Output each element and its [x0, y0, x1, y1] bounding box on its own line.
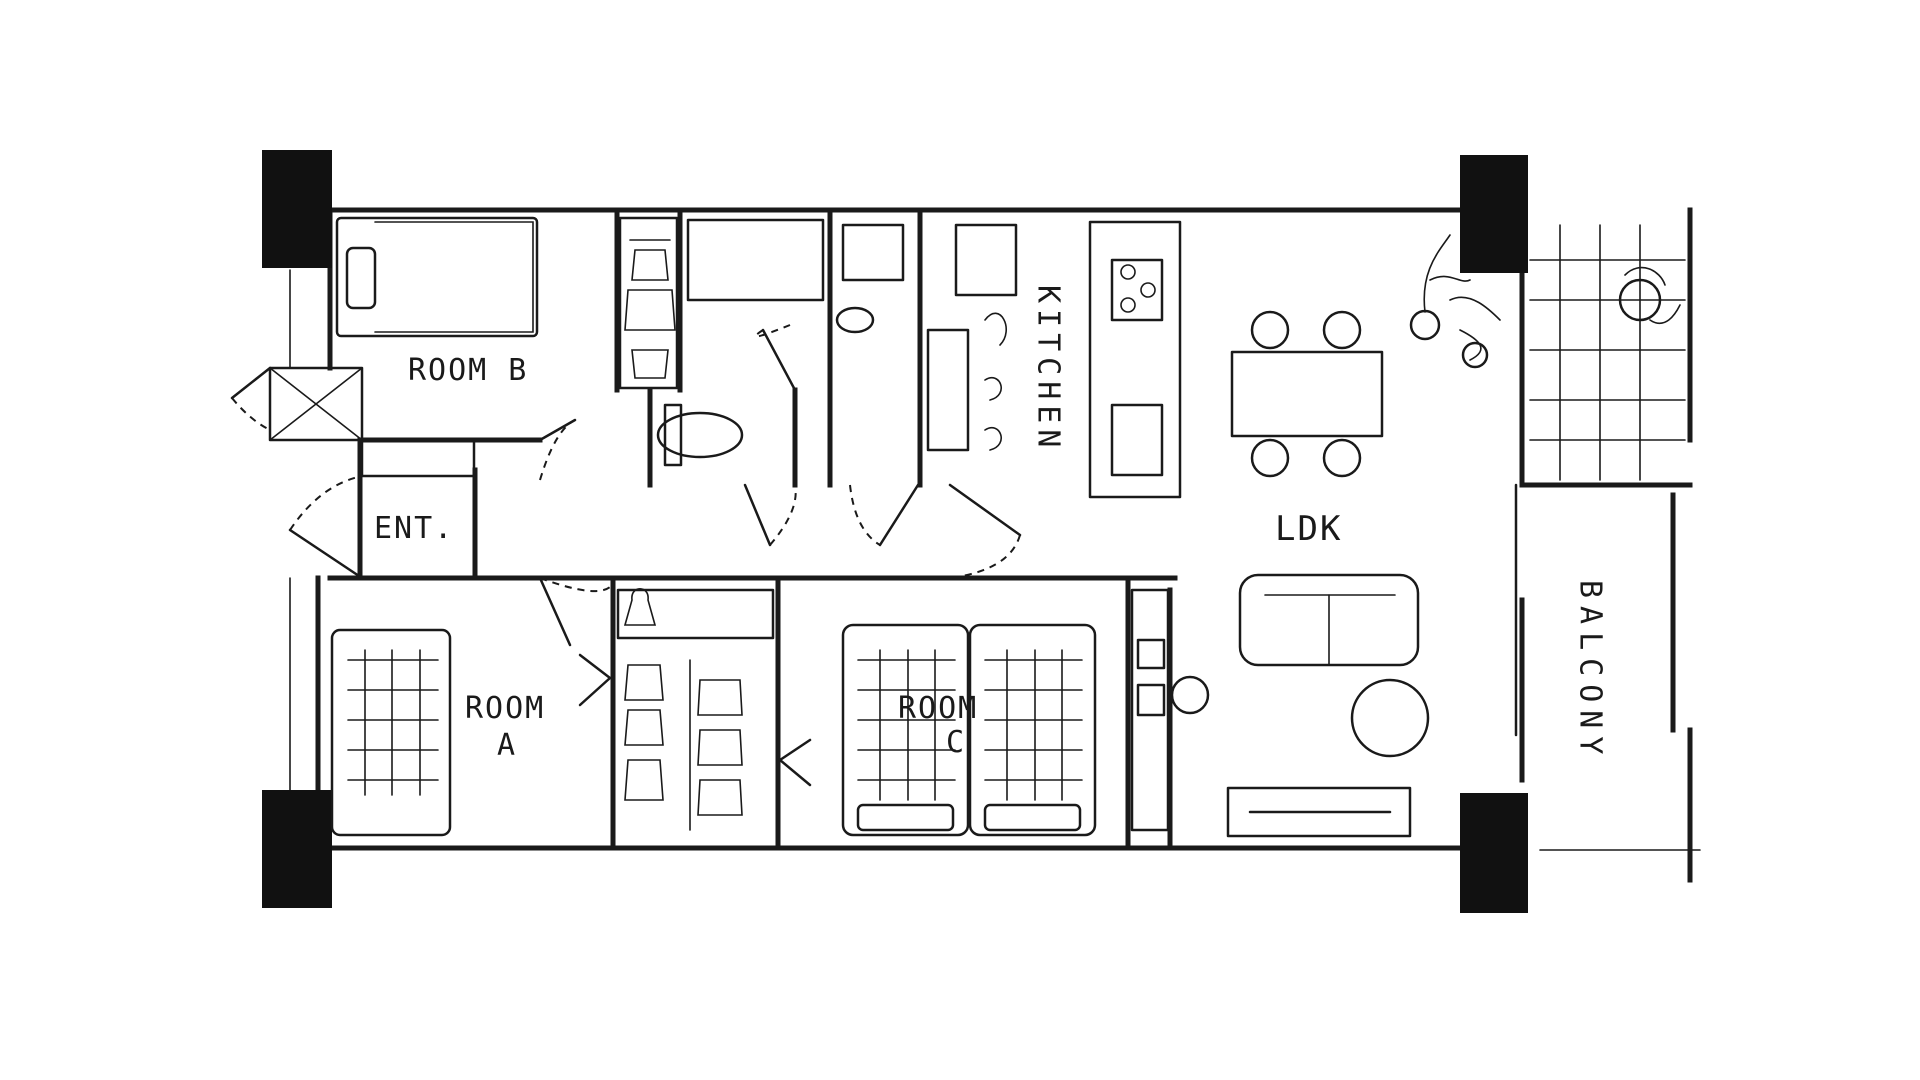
bed-room-b-blanket: [374, 221, 534, 333]
bed-room-c-left: [841, 623, 970, 837]
balcony-deck-grid: [1529, 224, 1686, 481]
bed-room-b: [335, 216, 539, 338]
shoe-cabinet-cross-2: [269, 367, 363, 441]
plant-pot: [1409, 309, 1441, 341]
label-ldk: LDK: [1275, 509, 1342, 549]
door-swing-closet-ent: [231, 367, 271, 431]
door-swing-room-b: [539, 419, 576, 481]
bed-room-a-grid: [347, 649, 439, 796]
door-leaf-entrance: [288, 528, 364, 580]
door-swing-kitchen: [849, 484, 881, 546]
door-swing-ldk: [949, 534, 1021, 579]
balcony-plant: [1618, 278, 1662, 322]
chair-2: [1322, 310, 1362, 350]
kitchen-counter: [1088, 220, 1182, 499]
washing-machine: [841, 223, 905, 282]
bed-room-c-left-pillow: [856, 803, 955, 832]
door-leaf-closet-a-right: [778, 738, 812, 787]
doors: [230, 324, 1022, 787]
burner-3: [1120, 297, 1136, 313]
desk-room-c: [1130, 588, 1170, 832]
structure: [262, 150, 1701, 913]
column-top-right: [1460, 155, 1528, 273]
door-swing-toilet: [769, 484, 797, 546]
door-leaf-bath: [761, 328, 797, 392]
plant-pot-2: [1461, 341, 1489, 369]
clothes-hanger-b-1: [629, 239, 671, 281]
balcony-plant-leaves: [1624, 266, 1681, 325]
label-kitchen: KITCHEN: [1031, 285, 1066, 453]
sink: [1110, 403, 1164, 477]
bed-room-c-right: [968, 623, 1097, 837]
door-leaf-room-a: [538, 576, 572, 647]
clothes-hanger-b-3: [631, 349, 669, 379]
door-leaf-room-b: [538, 418, 577, 442]
label-room-b: ROOM B: [408, 353, 528, 388]
bed-room-b-pillow: [345, 246, 377, 310]
desk-books: [1136, 638, 1166, 670]
shoe-cabinet: [268, 366, 364, 442]
bed-room-c-left-grid: [857, 649, 956, 801]
clothes-hanger-a-2: [697, 679, 743, 816]
label-entrance: ENT.: [374, 511, 454, 546]
toilet-tank: [663, 403, 683, 467]
column-top-left: [262, 150, 332, 268]
desk-item: [1136, 683, 1166, 717]
label-room-a-line2: A: [497, 728, 517, 763]
column-bottom-right: [1460, 793, 1528, 913]
stove: [1110, 258, 1164, 322]
door-swing-bath: [755, 324, 791, 338]
bed-room-c-right-pillow: [983, 803, 1082, 832]
coffee-table: [1350, 678, 1430, 758]
bed-room-c-right-grid: [984, 649, 1083, 801]
clothes-hanger-a-1: [624, 664, 664, 801]
bathtub: [686, 218, 825, 302]
closet-room-a-shelf: [616, 588, 775, 640]
labels: ROOM B ENT. ROOM A ROOM C LDK KITCHEN BA…: [374, 285, 1608, 763]
dining-table: [1230, 350, 1384, 438]
burner-1: [1120, 264, 1136, 280]
column-bottom-left: [262, 790, 332, 908]
wardrobe-room-b: [618, 216, 679, 390]
door-leaf-kitchen: [878, 483, 920, 547]
door-leaf-toilet: [743, 483, 772, 547]
chair-3: [1250, 438, 1290, 478]
kitchen-plant: [984, 312, 1007, 451]
toilet: [656, 411, 744, 459]
clothes-hanger-b-2: [624, 289, 676, 331]
chair-4: [1322, 438, 1362, 478]
burner-2: [1140, 282, 1156, 298]
fridge: [954, 223, 1018, 297]
door-leaf-closet-ent: [230, 366, 272, 400]
chair-1: [1250, 310, 1290, 350]
door-swing-entrance: [289, 475, 363, 531]
kitchen-shelf: [926, 328, 970, 452]
basin: [835, 306, 875, 334]
desk-chair: [1170, 675, 1210, 715]
door-swing-room-a: [539, 577, 613, 593]
label-room-c-line2: C: [946, 725, 966, 760]
ent-step: [360, 438, 476, 478]
door-leaf-closet-a: [578, 653, 612, 707]
label-balcony: BALCONY: [1573, 580, 1608, 762]
label-room-a-line1: ROOM: [465, 691, 545, 726]
furniture: [330, 216, 1686, 838]
door-leaf-ldk: [948, 483, 1022, 537]
bag-icon: [623, 587, 657, 626]
label-room-c-line1: ROOM: [898, 691, 978, 726]
plant-leaves: [1423, 234, 1501, 361]
